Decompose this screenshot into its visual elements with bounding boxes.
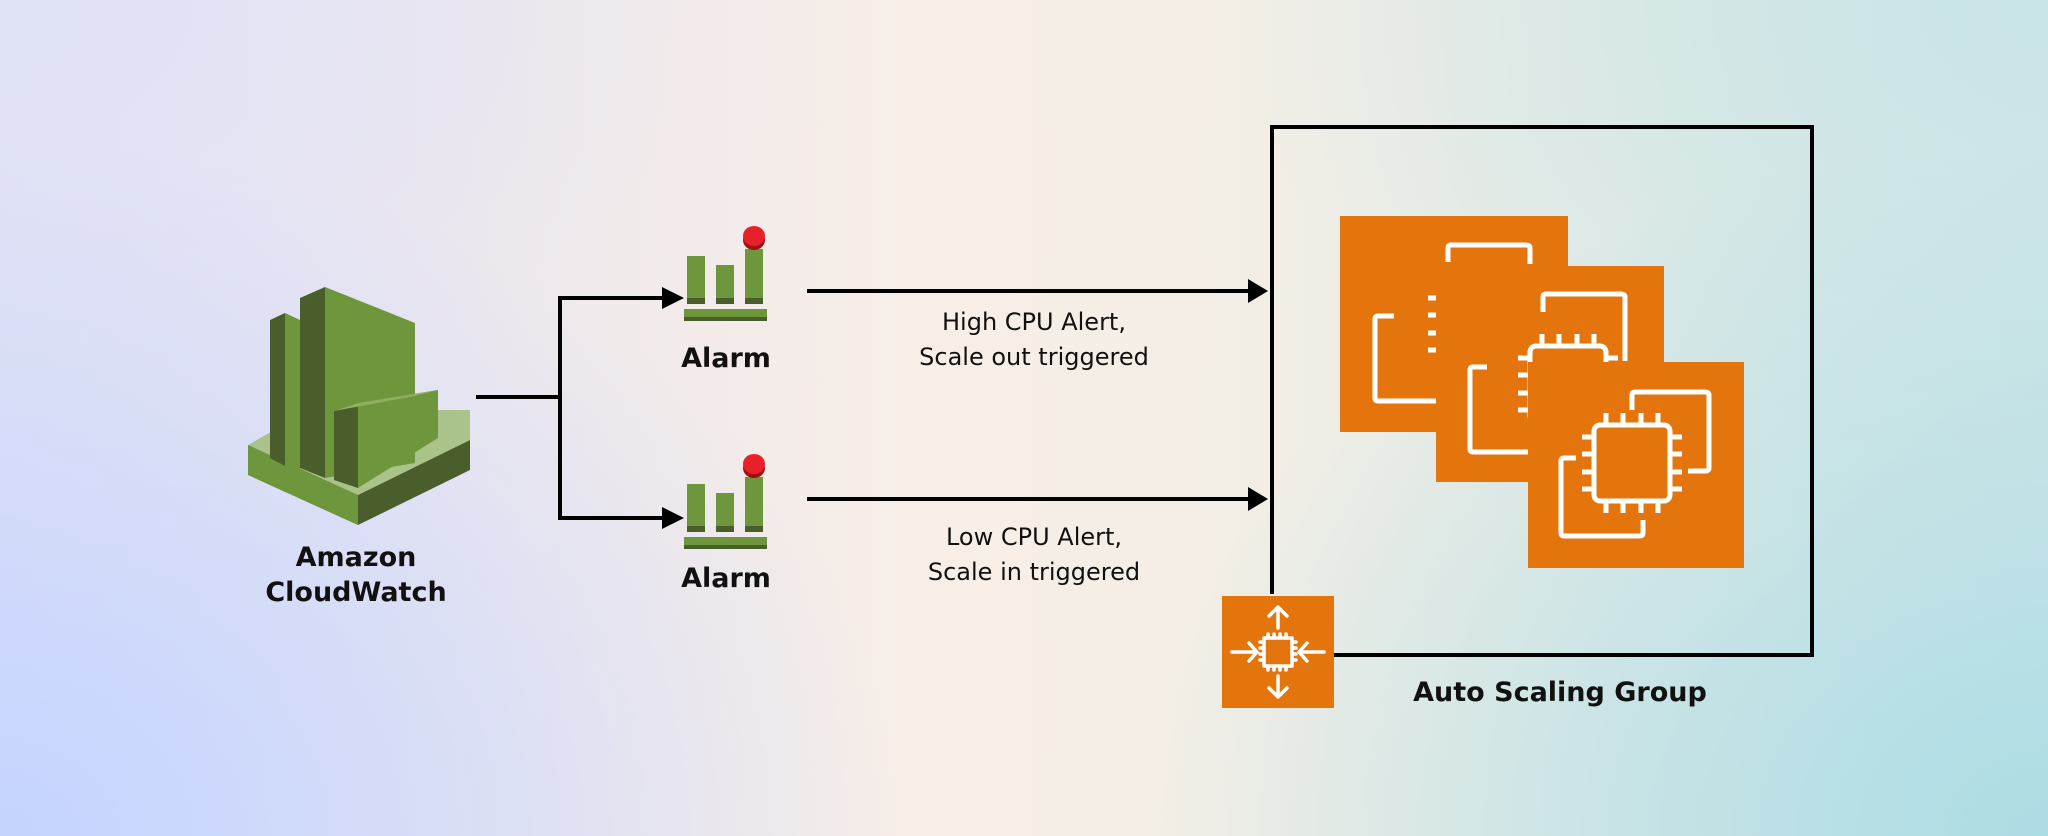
- edge-caption-scale-in: Low CPU Alert, Scale in triggered: [834, 520, 1234, 590]
- alarm-icon: [684, 226, 767, 321]
- caption-scale-out: Scale out triggered: [919, 343, 1149, 371]
- edge-scale-in-arrowhead: [1248, 487, 1268, 511]
- auto-scaling-group-label: Auto Scaling Group: [1413, 677, 1707, 708]
- arrowhead-alarm-1: [662, 287, 684, 309]
- cloudwatch-icon: [248, 287, 470, 525]
- alarm-label-2: Alarm: [681, 563, 771, 594]
- arrowhead-alarm-2: [662, 507, 684, 529]
- edge-scale-out-arrowhead: [1248, 279, 1268, 303]
- asg-group-border: [1270, 125, 1814, 657]
- ec2-instance-icon: [1528, 362, 1744, 568]
- caption-high-cpu: High CPU Alert,: [942, 308, 1126, 336]
- cloudwatch-label: Amazon CloudWatch: [236, 540, 476, 610]
- edge-caption-scale-out: High CPU Alert, Scale out triggered: [834, 305, 1234, 375]
- auto-scaling-icon: [1222, 596, 1334, 708]
- cloudwatch-label-line2: CloudWatch: [265, 577, 447, 608]
- alarm-icon: [684, 454, 767, 549]
- cloudwatch-label-line1: Amazon: [295, 542, 417, 573]
- alarm-label-1: Alarm: [681, 343, 771, 374]
- caption-scale-in: Scale in triggered: [927, 558, 1141, 586]
- caption-low-cpu: Low CPU Alert,: [945, 523, 1123, 551]
